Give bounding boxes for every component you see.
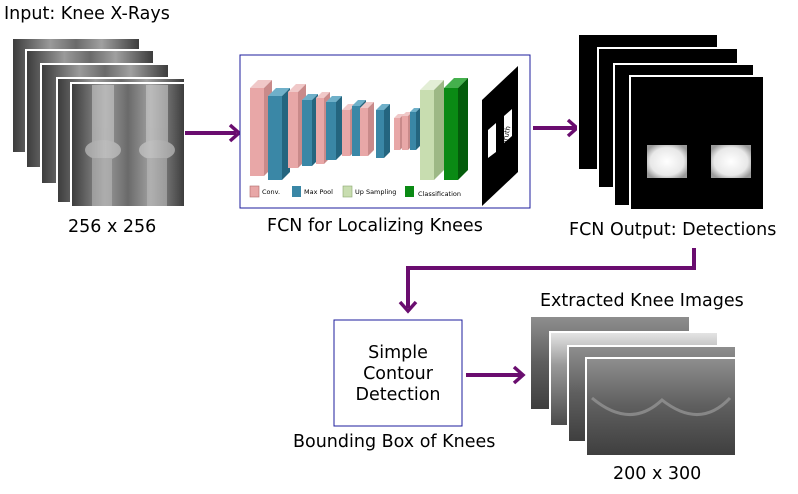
contour-box (333, 319, 463, 427)
layer-pool (376, 104, 390, 158)
fcn-legend (249, 185, 414, 198)
detection-map-front (629, 75, 765, 211)
extracted-size-label: 200 x 300 (613, 464, 702, 484)
output-caption: FCN Output: Detections (569, 220, 777, 240)
extracted-title: Extracted Knee Images (540, 291, 744, 311)
arrow-output-to-contour (406, 248, 696, 308)
layer-classification (444, 78, 468, 180)
knee-joint-line (591, 396, 732, 416)
layer-conv (360, 102, 374, 156)
layer-pool (302, 94, 318, 166)
layer-upsampling (420, 80, 444, 180)
crop-image-front (585, 357, 737, 457)
detection-stack (577, 33, 765, 211)
layer-pool (410, 108, 420, 150)
arrowhead-3 (398, 300, 418, 314)
contour-box-text: Simple Contour Detection (334, 343, 462, 406)
legend-label-classification: Classification (418, 190, 462, 198)
detection-spot-left (647, 145, 687, 178)
layer-pool (268, 88, 290, 180)
legend-swatch-upsampling (342, 185, 353, 198)
arrowhead-1 (228, 123, 242, 143)
knee-bones (85, 85, 175, 206)
legend-swatch-conv (249, 185, 260, 198)
extracted-stack (529, 315, 737, 457)
legend-swatch-classification (405, 186, 414, 197)
detection-spot-right (711, 145, 751, 178)
legend-label-upsampling: Up Sampling (355, 188, 397, 196)
xray-stack (11, 37, 186, 208)
fcn-caption: FCN for Localizing Knees (267, 216, 483, 236)
legend-label-maxpool: Max Pool (304, 188, 333, 196)
contour-line-1: Simple (368, 343, 428, 363)
input-title: Input: Knee X-Rays (4, 4, 170, 24)
legend-swatch-maxpool (292, 186, 301, 197)
layer-pool (326, 96, 342, 160)
legend-label-conv: Conv. (262, 188, 281, 196)
contour-caption: Bounding Box of Knees (293, 432, 496, 452)
arrowhead-4 (512, 365, 526, 385)
fcn-layers (250, 78, 468, 180)
input-size-label: 256 x 256 (68, 217, 157, 237)
contour-line-2: Contour (363, 364, 433, 384)
contour-line-3: Detection (355, 385, 441, 405)
ground-truth-panel (482, 66, 518, 206)
